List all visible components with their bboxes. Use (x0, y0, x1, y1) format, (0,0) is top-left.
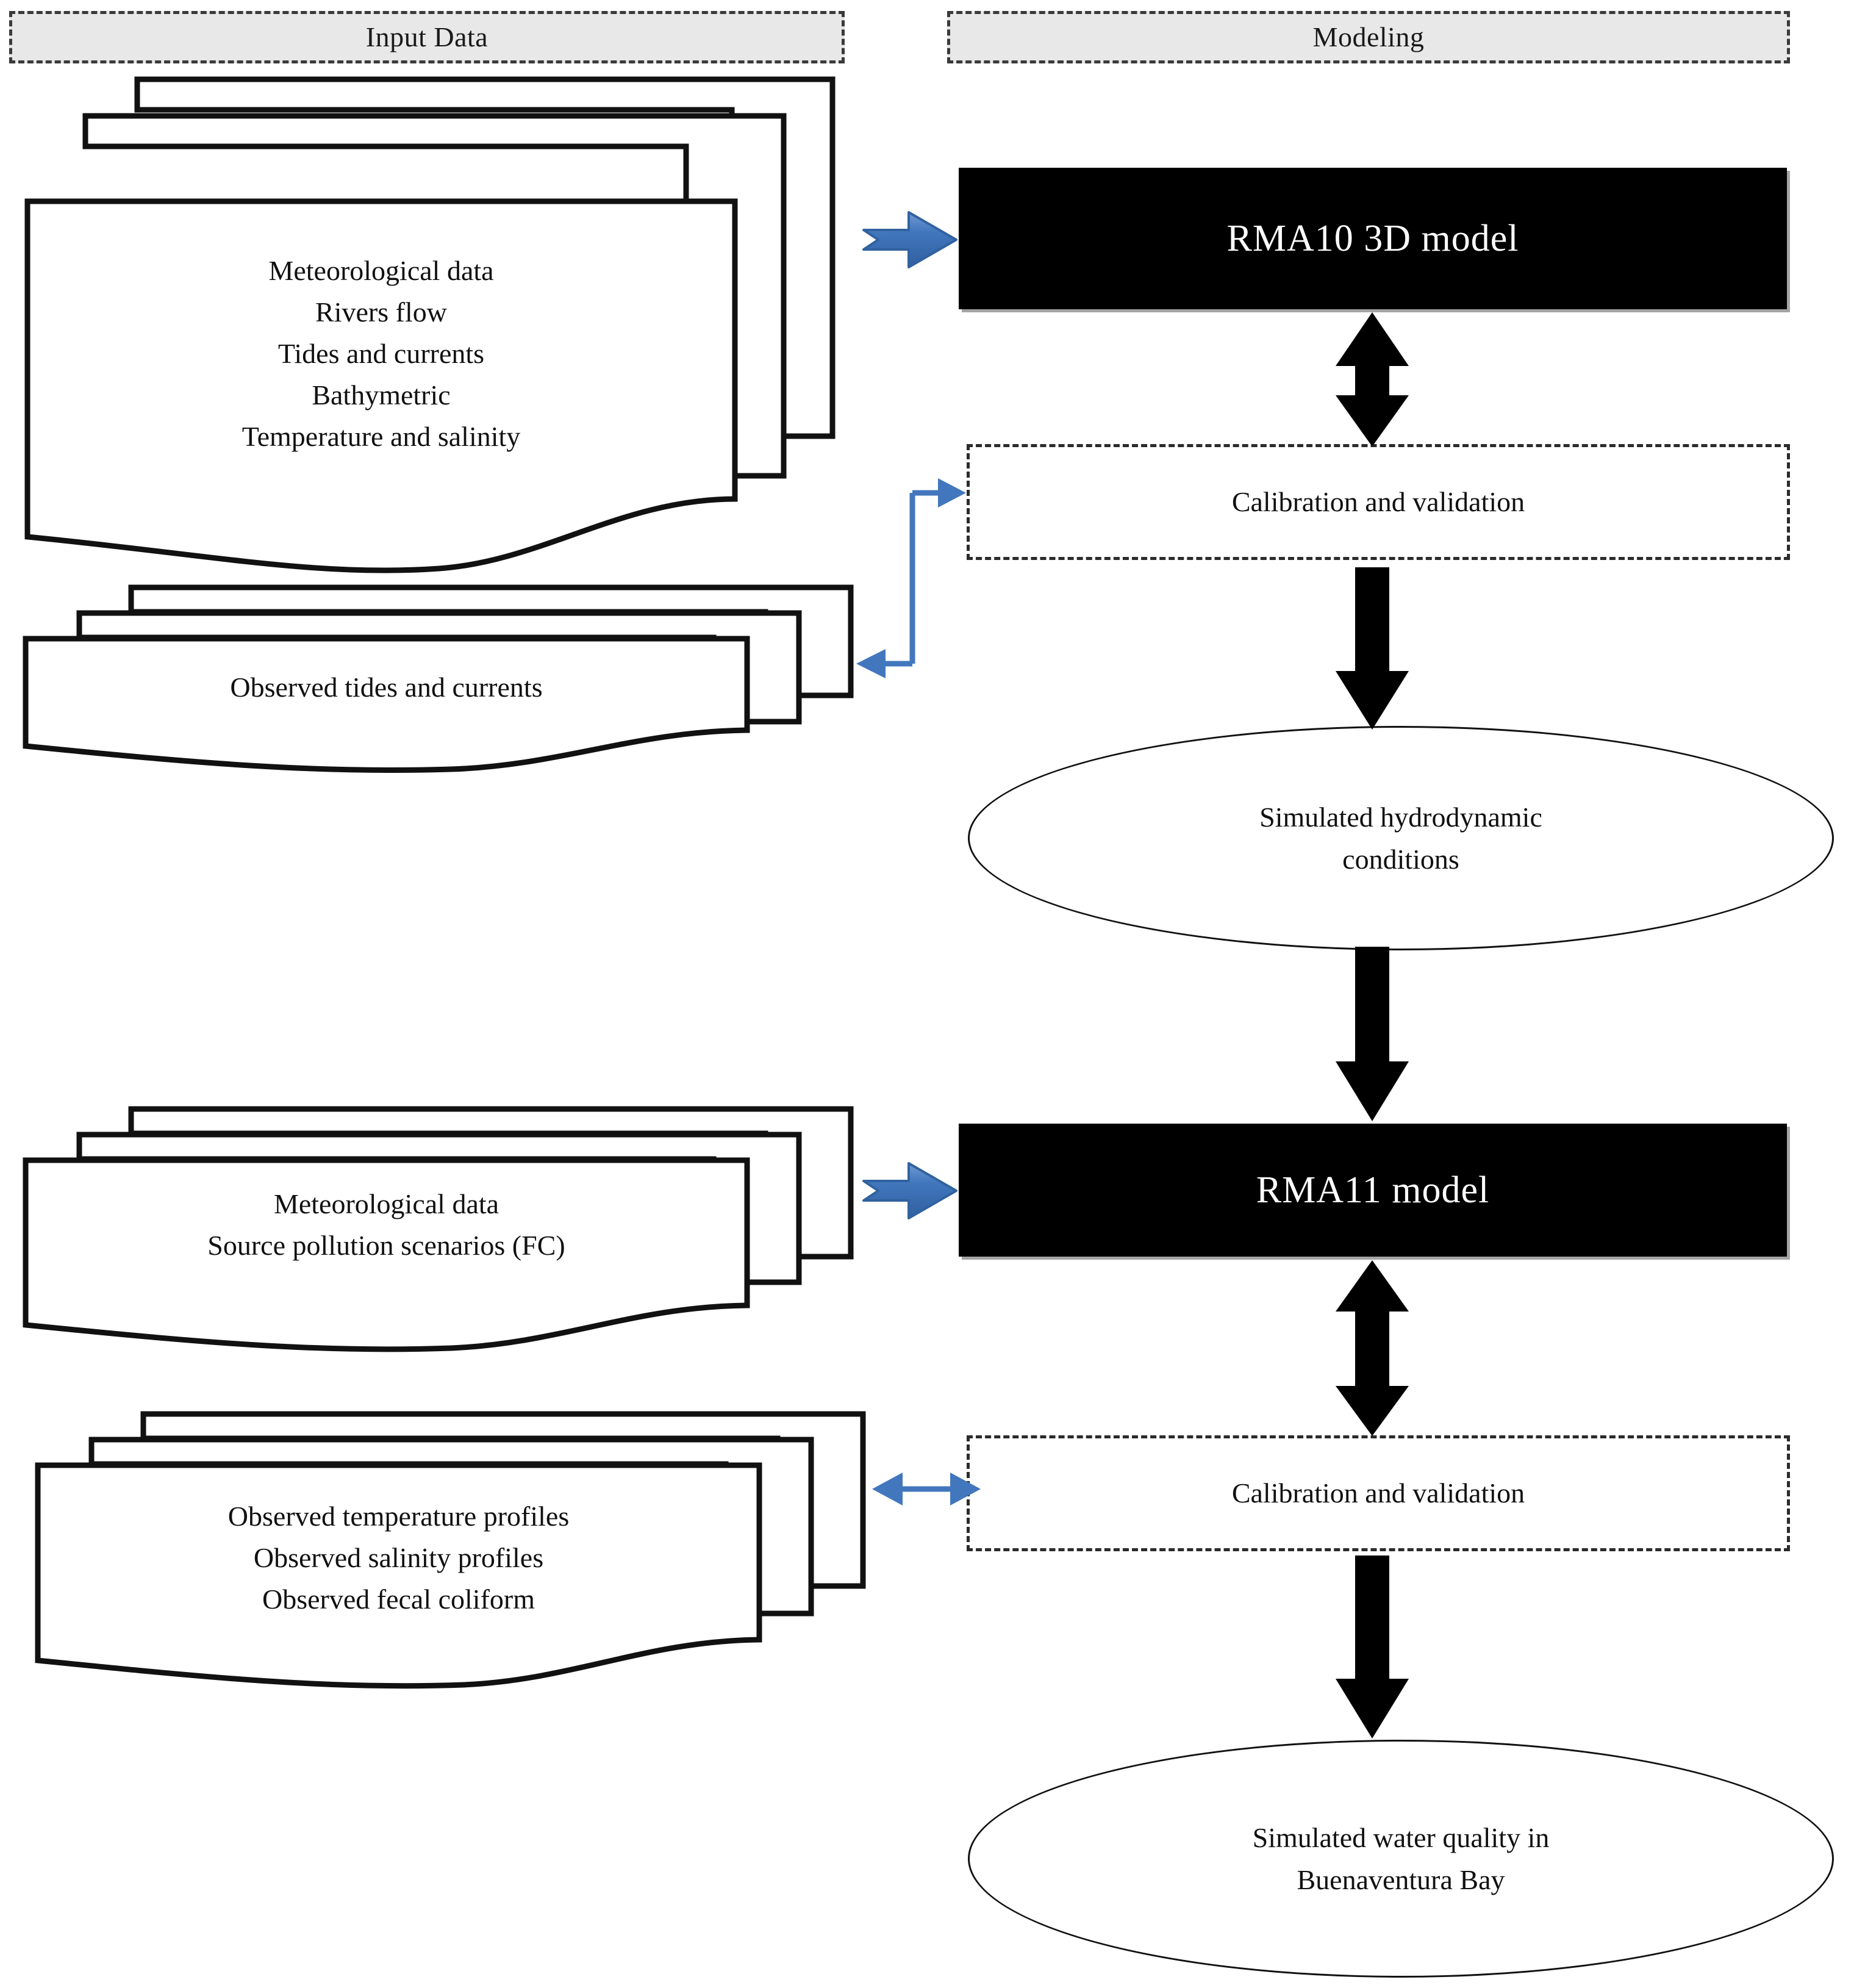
calibration-box-hydro[interactable]: Calibration and validation (967, 444, 1790, 560)
connector-calib-to-sim-hydro-arrow-icon (1336, 567, 1409, 730)
calibration-label-hydro: Calibration and validation (1231, 486, 1525, 517)
calibration-label-wq: Calibration and validation (1231, 1477, 1525, 1509)
output-ellipse-sim-wq: Simulated water quality in Buenaventura … (968, 1740, 1834, 1978)
output-label-sim-hydro-line1: Simulated hydrodynamic (1259, 802, 1542, 833)
doc-sheet-front (35, 1462, 762, 1689)
connector-calib-to-obs-tides-blue-elbow-icon (856, 478, 966, 678)
output-label-sim-wq-line1: Simulated water quality in (1252, 1822, 1550, 1853)
doc-sheet-front (23, 636, 750, 773)
connector-calib-to-obs-wq-blue-double-arrow-icon (872, 1473, 981, 1505)
connector-rma11-to-calib-double-arrow-icon (1336, 1260, 1409, 1436)
connector-docs-to-rma11-blue-chevron-icon (862, 1162, 957, 1219)
connector-sim-hydro-to-rma11-arrow-icon (1336, 947, 1409, 1121)
model-label-rma11: RMA11 model (1256, 1169, 1490, 1211)
phase-band-input-data: Input Data (9, 11, 845, 63)
doc-stack-observed-wq[interactable]: Observed temperature profiles Observed s… (12, 1409, 878, 1714)
calibration-box-wq[interactable]: Calibration and validation (967, 1435, 1790, 1551)
model-box-rma10[interactable]: RMA10 3D model (959, 168, 1787, 309)
model-label-rma10: RMA10 3D model (1226, 218, 1519, 259)
connector-rma10-to-calib-double-arrow-icon (1336, 312, 1409, 447)
doc-stack-hydro-inputs[interactable]: Meteorological data Rivers flow Tides an… (12, 73, 842, 573)
output-label-sim-hydro: Simulated hydrodynamic conditions (1223, 796, 1579, 880)
phase-band-modeling: Modeling (947, 11, 1790, 63)
model-box-rma11[interactable]: RMA11 model (959, 1124, 1787, 1257)
doc-stack-wq-inputs[interactable]: Meteorological data Source pollution sce… (12, 1104, 866, 1360)
doc-stack-wq-inputs-shape (23, 1106, 854, 1352)
doc-stack-observed-tides-shape (23, 584, 854, 773)
output-label-sim-wq: Simulated water quality in Buenaventura … (1216, 1817, 1586, 1901)
doc-sheet-front (23, 1157, 750, 1352)
output-label-sim-hydro-line2: conditions (1342, 844, 1459, 875)
doc-stack-hydro-inputs-shape (24, 76, 836, 573)
output-ellipse-sim-hydro: Simulated hydrodynamic conditions (968, 726, 1834, 950)
connector-calib-to-sim-wq-arrow-icon (1336, 1556, 1409, 1739)
phase-label-modeling: Modeling (1312, 21, 1425, 52)
doc-sheet-front (24, 198, 738, 573)
connector-docs-to-rma10-blue-chevron-icon (862, 211, 957, 268)
doc-stack-observed-tides[interactable]: Observed tides and currents (12, 583, 866, 778)
phase-label-input-data: Input Data (365, 21, 489, 52)
output-label-sim-wq-line2: Buenaventura Bay (1297, 1864, 1505, 1895)
doc-stack-observed-wq-shape (35, 1411, 866, 1689)
